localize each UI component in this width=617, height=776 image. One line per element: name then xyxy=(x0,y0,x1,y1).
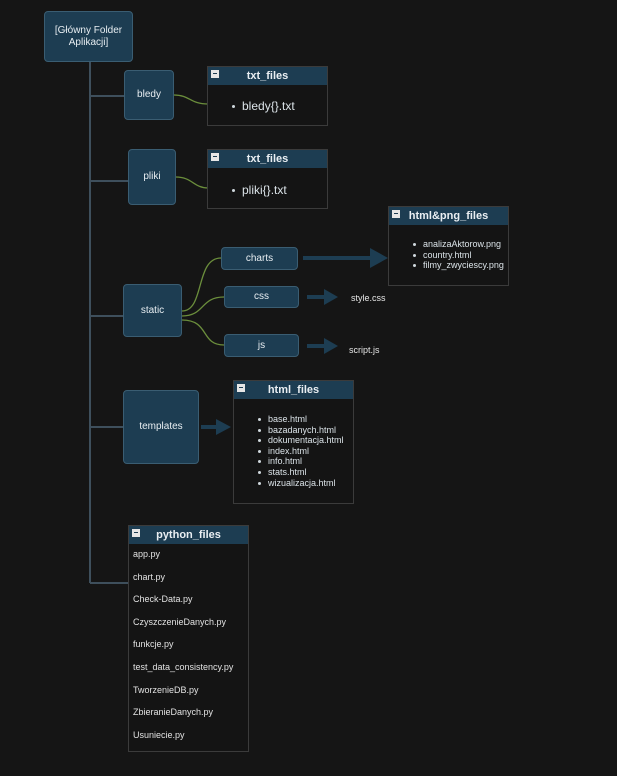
list-item: index.html xyxy=(258,446,353,457)
panel-python-files-header[interactable]: python_files xyxy=(129,526,248,544)
folder-static-label: static xyxy=(140,304,165,316)
collapse-icon[interactable] xyxy=(132,529,140,537)
folder-css-label: css xyxy=(254,291,269,302)
arrow-css xyxy=(307,289,338,305)
file-style-css: style.css xyxy=(351,293,386,303)
folder-templates-label: templates xyxy=(139,421,183,432)
list-item: Check-Data.py xyxy=(133,594,193,605)
file-script-js: script.js xyxy=(349,345,380,355)
panel-charts-files: html&png_files analizaAktorow.png countr… xyxy=(388,206,509,286)
list-item: CzyszczenieDanych.py xyxy=(133,616,227,627)
curve-static-css xyxy=(181,296,225,317)
list-item: ZbieranieDanych.py xyxy=(133,707,214,718)
list-item: bazadanych.html xyxy=(258,425,353,436)
panel-templates-files-header[interactable]: html_files xyxy=(234,381,353,399)
curve-pliki xyxy=(175,176,209,189)
folder-css[interactable]: css xyxy=(224,286,299,308)
panel-pliki-files-header[interactable]: txt_files xyxy=(208,150,327,168)
list-item: filmy_zwyciescy.png xyxy=(413,260,508,271)
panel-bledy-files-header[interactable]: txt_files xyxy=(208,67,327,85)
collapse-icon[interactable] xyxy=(211,153,219,161)
folder-js-label: js xyxy=(257,339,266,351)
folder-charts[interactable]: charts xyxy=(221,247,298,270)
folder-bledy[interactable]: bledy xyxy=(124,70,174,120)
folder-pliki[interactable]: pliki xyxy=(128,149,176,205)
curve-bledy xyxy=(173,94,209,105)
panel-bledy-files: txt_files bledy{}.txt xyxy=(207,66,328,126)
folder-templates[interactable]: templates xyxy=(123,390,199,464)
list-item: base.html xyxy=(258,414,353,425)
folder-pliki-label: pliki xyxy=(143,171,161,182)
panel-charts-files-header[interactable]: html&png_files xyxy=(389,207,508,225)
list-item: stats.html xyxy=(258,467,353,478)
panel-title: python_files xyxy=(156,529,221,541)
list-item: analizaAktorow.png xyxy=(413,239,508,250)
list-item: chart.py xyxy=(133,571,166,582)
curve-static-charts xyxy=(181,257,222,312)
panel-title: txt_files xyxy=(246,153,289,165)
list-item: bledy{}.txt xyxy=(232,99,327,113)
collapse-icon[interactable] xyxy=(211,70,219,78)
panel-python-files: python_files app.py chart.py Check-Data.… xyxy=(128,525,249,752)
arrow-templates xyxy=(201,419,231,435)
root-label: [Główny Folder Aplikacji] xyxy=(54,24,123,48)
panel-title: html_files xyxy=(267,384,320,396)
list-item: pliki{}.txt xyxy=(232,183,327,197)
collapse-icon[interactable] xyxy=(392,210,400,218)
folder-static[interactable]: static xyxy=(123,284,182,337)
list-item: country.html xyxy=(413,250,508,261)
list-item: dokumentacja.html xyxy=(258,435,353,446)
folder-bledy-label: bledy xyxy=(137,89,161,100)
arrow-js xyxy=(307,338,338,354)
root-node[interactable]: [Główny Folder Aplikacji] xyxy=(44,11,133,62)
panel-pliki-files: txt_files pliki{}.txt xyxy=(207,149,328,209)
panel-templates-files: html_files base.html bazadanych.html dok… xyxy=(233,380,354,504)
folder-js[interactable]: js xyxy=(224,334,299,357)
folder-charts-label: charts xyxy=(245,252,274,264)
panel-title: html&png_files xyxy=(408,210,489,222)
list-item: funkcje.py xyxy=(133,639,174,650)
list-item: Usuniecie.py xyxy=(133,729,185,740)
list-item: info.html xyxy=(258,456,353,467)
list-item: TworzenieDB.py xyxy=(133,684,199,695)
arrow-charts xyxy=(303,248,388,268)
list-item: app.py xyxy=(133,549,161,559)
panel-title: txt_files xyxy=(246,70,289,82)
curve-static-js xyxy=(181,319,225,346)
list-item: test_data_consistency.py xyxy=(133,661,234,672)
list-item: wizualizacja.html xyxy=(258,478,353,489)
collapse-icon[interactable] xyxy=(237,384,245,392)
